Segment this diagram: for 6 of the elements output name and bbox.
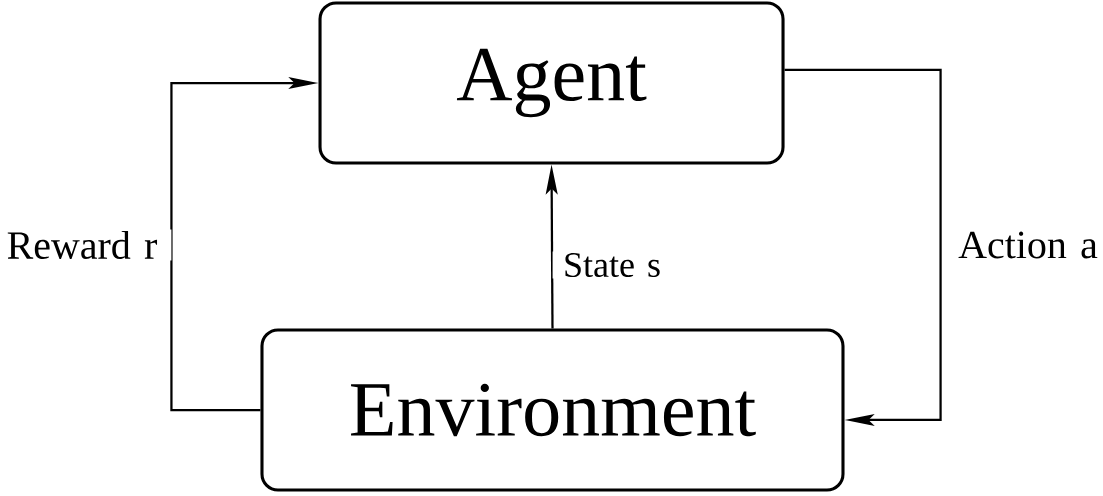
edge-label: Action a: [948, 230, 1103, 260]
edge-label: State s: [552, 251, 672, 279]
process-box: Agent: [318, 1, 785, 165]
arrow: [784, 68, 942, 427]
process-box: Environment: [260, 328, 845, 492]
edge-label: Reward r: [0, 229, 172, 261]
